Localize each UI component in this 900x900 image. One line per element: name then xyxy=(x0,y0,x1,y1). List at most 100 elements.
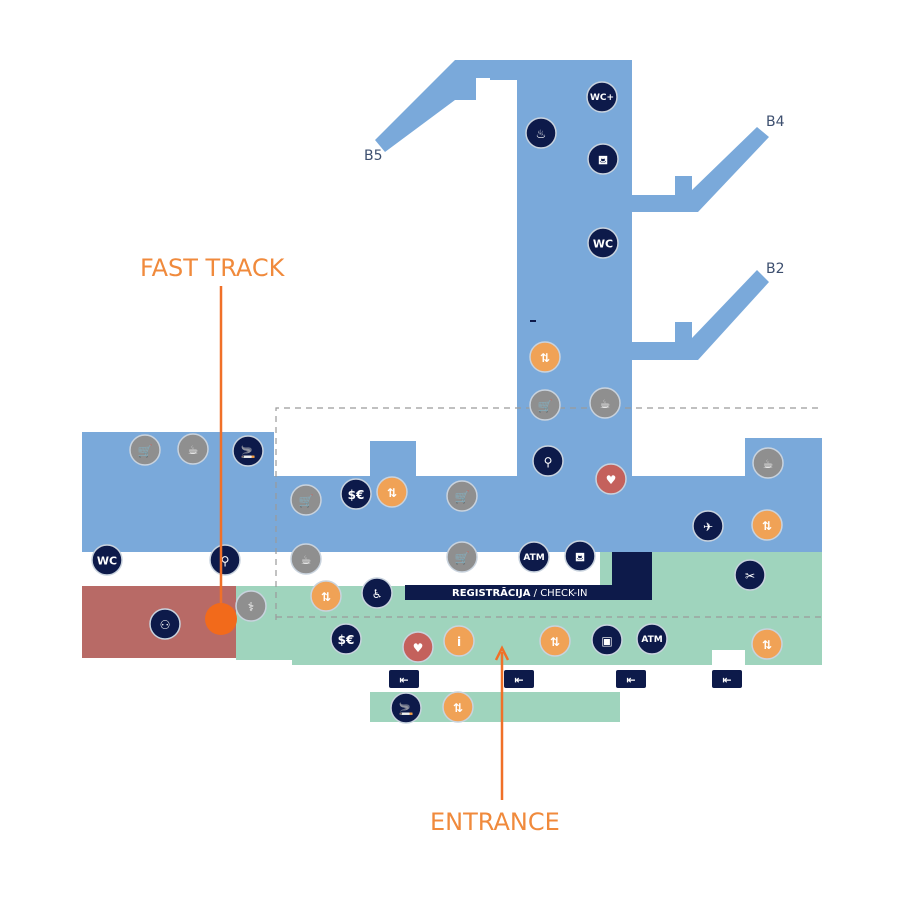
currency-icon[interactable]: $€ xyxy=(330,623,362,655)
shop-icon-badge xyxy=(446,480,478,512)
cafe-icon-badge xyxy=(290,543,322,575)
shop-icon[interactable]: 🛒 xyxy=(446,541,478,573)
lounge-icon[interactable]: ⛾ xyxy=(564,540,596,572)
smoking-icon[interactable]: 🚬 xyxy=(390,692,422,724)
defibrillator-icon-badge xyxy=(402,631,434,663)
fast-track-callout: FAST TRACK xyxy=(140,254,286,635)
exit-sign-icon: ⇤ xyxy=(712,670,742,688)
pier-b4[interactable] xyxy=(632,127,769,212)
lounge-icon-glyph: ⛾ xyxy=(575,550,585,564)
entrance-callout: ENTRANCE xyxy=(430,645,560,836)
elevator-escalator-icon-badge xyxy=(751,628,783,660)
gate-label-b2[interactable]: B2 xyxy=(766,261,785,277)
wc-icon[interactable]: WC xyxy=(587,227,619,259)
massage-icon-glyph: ♨ xyxy=(536,127,547,141)
checkin-counter[interactable] xyxy=(405,552,652,600)
wc-icon-glyph: WC xyxy=(593,238,613,251)
defibrillator-icon[interactable]: ♥ xyxy=(402,631,434,663)
cafe-icon[interactable]: ☕ xyxy=(177,433,209,465)
currency-icon-glyph: $€ xyxy=(348,488,365,502)
shop-icon[interactable]: 🛒 xyxy=(290,484,322,516)
stroller-icon-glyph: ⚲ xyxy=(221,554,230,568)
shop-icon-badge xyxy=(446,541,478,573)
wheelchair-icon[interactable]: ♿ xyxy=(361,577,393,609)
entrance-label: ENTRANCE xyxy=(430,808,560,836)
elevator-escalator-icon-badge xyxy=(376,476,408,508)
shop-icon-badge xyxy=(529,389,561,421)
atm-icon-glyph: ATM xyxy=(641,635,662,645)
elevator-escalator-icon[interactable]: ⇅ xyxy=(751,509,783,541)
stroller-icon[interactable]: ⚲ xyxy=(209,544,241,576)
elevator-escalator-icon[interactable]: ⇅ xyxy=(310,580,342,612)
pier-b2[interactable] xyxy=(632,270,769,360)
cafe-icon[interactable]: ☕ xyxy=(589,387,621,419)
shop-icon-badge xyxy=(129,434,161,466)
pier-b5[interactable] xyxy=(375,60,632,152)
wc-icon-badge xyxy=(587,227,619,259)
shop-icon-glyph: 🛒 xyxy=(455,551,470,565)
shop-icon-glyph: 🛒 xyxy=(455,490,470,504)
wc-plus-icon[interactable]: WC+ xyxy=(586,81,618,113)
facility-icons: WC+ ♨ ⛾ WC ⇅ 🛒 ☕ ⚲ ♥ 🛒 ☕ 🚬 WC ⚲ 🛒 $€ ⇅ 🛒 ☕ 🛒 ATM ⛾ ☕ ✈ ⇅ ✂ ⚇ ⚕ ⇅ ♿ $€ ♥… xyxy=(91,81,784,724)
wc-icon[interactable]: WC xyxy=(91,544,123,576)
currency-icon-badge xyxy=(340,478,372,510)
shop-icon[interactable]: 🛒 xyxy=(529,389,561,421)
exit-sign-plate xyxy=(389,670,419,688)
elevator-escalator-icon[interactable]: ⇅ xyxy=(751,628,783,660)
tickets-icon[interactable]: ✂ xyxy=(734,559,766,591)
floor-areas xyxy=(82,60,822,722)
info-icon[interactable]: i xyxy=(443,625,475,657)
gate-label-b4[interactable]: B4 xyxy=(766,114,785,130)
atm-icon-badge xyxy=(636,623,668,655)
smoking-icon[interactable]: 🚬 xyxy=(232,435,264,467)
elevator-escalator-icon[interactable]: ⇅ xyxy=(376,476,408,508)
info-icon-badge xyxy=(443,625,475,657)
elevator-escalator-icon-badge xyxy=(751,509,783,541)
cafe-icon[interactable]: ☕ xyxy=(290,543,322,575)
wc-icon-badge xyxy=(91,544,123,576)
shop-icon[interactable]: 🛒 xyxy=(446,480,478,512)
elevator-escalator-icon[interactable]: ⇅ xyxy=(442,691,474,723)
cafe-icon[interactable]: ☕ xyxy=(752,447,784,479)
gate-label-b5[interactable]: B5 xyxy=(364,148,383,164)
currency-icon-glyph: $€ xyxy=(338,633,355,647)
checkin-label: REGISTRĀCIJA / CHECK-IN xyxy=(452,586,588,599)
pharmacy-icon[interactable]: ⚕ xyxy=(235,590,267,622)
wc-plus-icon-glyph: WC+ xyxy=(590,93,614,103)
cafe-icon-glyph: ☕ xyxy=(188,443,199,457)
wheelchair-icon-badge xyxy=(361,577,393,609)
baggage-icon[interactable]: ▣ xyxy=(591,624,623,656)
defibrillator-icon[interactable]: ♥ xyxy=(595,463,627,495)
elevator-escalator-icon[interactable]: ⇅ xyxy=(539,625,571,657)
shop-icon-glyph: 🛒 xyxy=(538,399,553,413)
atm-icon-glyph: ATM xyxy=(523,553,544,563)
fast-track-marker[interactable] xyxy=(205,603,237,635)
elevator-escalator-icon-glyph: ⇅ xyxy=(387,486,397,500)
elevator-escalator-icon-glyph: ⇅ xyxy=(453,701,463,715)
elevator-escalator-icon-badge xyxy=(442,691,474,723)
atm-icon[interactable]: ATM xyxy=(636,623,668,655)
lounge-icon[interactable]: ⛾ xyxy=(587,143,619,175)
pharmacy-icon-badge xyxy=(235,590,267,622)
elevator-escalator-icon[interactable]: ⇅ xyxy=(529,341,561,373)
transfer-icon[interactable]: ✈ xyxy=(692,510,724,542)
wc-icon-glyph: WC xyxy=(97,555,117,568)
transfer-icon-badge xyxy=(692,510,724,542)
currency-icon[interactable]: $€ xyxy=(340,478,372,510)
stroller-icon[interactable]: ⚲ xyxy=(532,445,564,477)
security-icon-glyph: ⚇ xyxy=(160,618,171,632)
security-icon-badge xyxy=(149,608,181,640)
security-icon[interactable]: ⚇ xyxy=(149,608,181,640)
baggage-icon-badge xyxy=(591,624,623,656)
fast-track-label: FAST TRACK xyxy=(140,254,286,282)
atm-icon[interactable]: ATM xyxy=(518,541,550,573)
smoking-icon-glyph: 🚬 xyxy=(399,702,414,716)
shop-icon[interactable]: 🛒 xyxy=(129,434,161,466)
massage-icon[interactable]: ♨ xyxy=(525,117,557,149)
tickets-icon-badge xyxy=(734,559,766,591)
exit-sign-glyph: ⇤ xyxy=(399,674,408,687)
elevator-escalator-icon-badge xyxy=(539,625,571,657)
stroller-icon-badge xyxy=(532,445,564,477)
landside-hall[interactable] xyxy=(236,552,822,665)
